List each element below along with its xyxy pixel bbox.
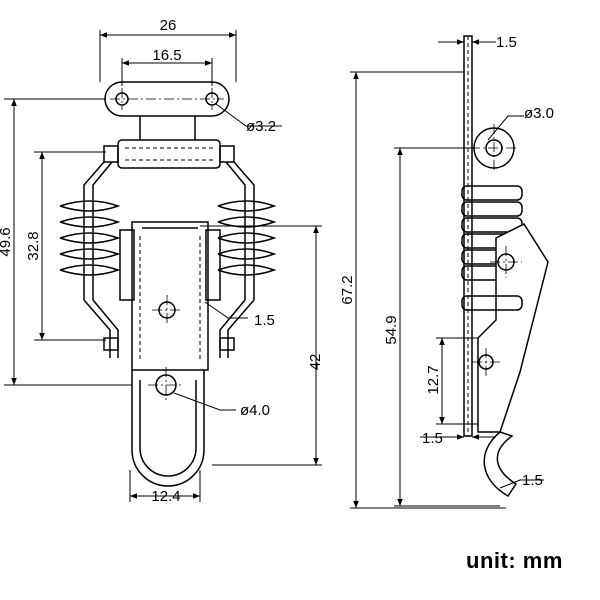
dim-overall-height: 67.2 bbox=[339, 275, 356, 304]
front-dimension-lines bbox=[4, 30, 322, 502]
dim-hole-diameter-top: ø3.2 bbox=[246, 118, 276, 135]
dim-total-height: 49.6 bbox=[0, 227, 14, 256]
dim-hole-spacing: 16.5 bbox=[152, 47, 181, 64]
side-dimension-lines bbox=[350, 39, 544, 509]
unit-label: unit: mm bbox=[466, 548, 563, 573]
pivot-barrel bbox=[117, 139, 221, 169]
dim-hole-offset: 12.7 bbox=[425, 365, 442, 394]
dim-top-width: 26 bbox=[160, 17, 177, 34]
dim-hook-length: 42 bbox=[307, 354, 324, 371]
right-spring bbox=[217, 200, 277, 276]
side-hook bbox=[483, 431, 518, 497]
dim-side-thickness-top: 1.5 bbox=[496, 34, 517, 51]
dim-hook-thickness: 1.5 bbox=[522, 472, 543, 489]
dim-side-thickness-mid: 1.5 bbox=[422, 430, 443, 447]
front-view bbox=[59, 81, 277, 487]
top-mount-plate bbox=[104, 81, 230, 117]
main-body bbox=[131, 221, 209, 371]
dim-pin-diameter: ø3.0 bbox=[524, 105, 554, 122]
dim-bottom-width: 12.4 bbox=[151, 488, 180, 505]
side-lever bbox=[477, 223, 549, 433]
hook bbox=[131, 370, 205, 487]
dim-wire-thickness: 1.5 bbox=[254, 312, 275, 329]
left-spring bbox=[59, 200, 121, 276]
dim-hole-diameter-bottom: ø4.0 bbox=[240, 402, 270, 419]
dim-spring-height: 32.8 bbox=[25, 231, 42, 260]
dim-side-height: 54.9 bbox=[383, 315, 400, 344]
